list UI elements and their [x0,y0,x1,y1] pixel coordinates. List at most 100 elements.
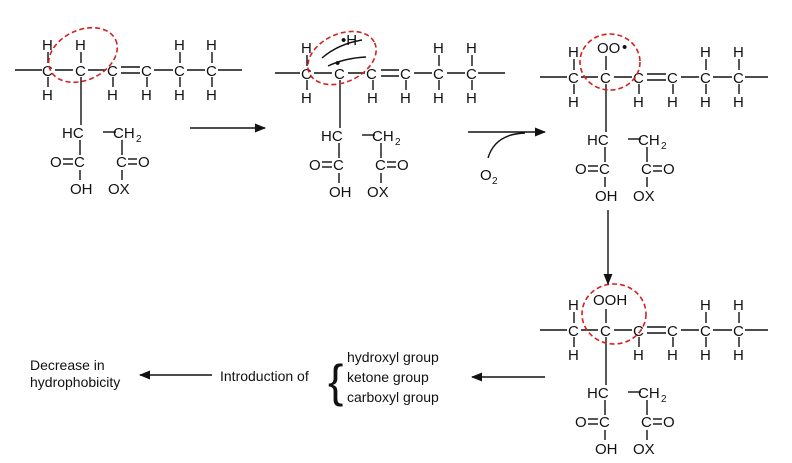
atom-c: C [599,414,610,431]
atom-oh: OH [595,441,618,458]
atom-hc: HC [587,385,609,402]
atom-h: H [75,37,86,54]
atom-c: C [600,70,611,87]
atom-c: C [42,63,53,80]
atom-ch: CH [638,132,660,149]
atom-hc: HC [321,128,343,145]
structure-1: H C H H C C H C H H C H H C H HC CH 2 O … [15,26,242,198]
atom-h: H [568,347,579,364]
hydrophobicity-label: hydrophobicity [30,374,120,390]
atom-oh: OH [595,188,618,205]
subscript: 2 [661,394,667,405]
atom-c: C [466,66,477,83]
atom-o: O [575,414,587,431]
atom-c: C [733,323,744,340]
atom-h: H [301,90,312,107]
atom-c: C [641,414,652,431]
atom-h: H [42,87,53,104]
atom-h: H [633,94,644,111]
atom-h: H [466,90,477,107]
group-hydroxyl: hydroxyl group [347,349,439,365]
atom-c: C [600,323,611,340]
atom-hc: HC [62,125,84,142]
atom-h: H [433,90,444,107]
atom-h: H [700,44,711,61]
atom-c: C [301,66,312,83]
atom-c: C [141,63,152,80]
highlight-ellipse [307,30,377,86]
curly-brace: { [328,355,343,407]
atom-c: C [633,323,644,340]
atom-c: C [633,70,644,87]
introduction-label: Introduction of [220,368,309,384]
subscript: 2 [661,141,667,152]
decrease-label: Decrease in [30,357,105,373]
atom-ch: CH [638,385,660,402]
atom-o: O [397,157,409,174]
atom-h: H [568,44,579,61]
atom-c: C [174,63,185,80]
subscript: 2 [395,137,401,148]
atom-c: C [599,161,610,178]
atom-h: H [667,347,678,364]
atom-h: H [433,40,444,57]
atom-h: H [733,347,744,364]
structure-2: H C H • C •H C H C H H C H H C H HC CH 2… [275,30,505,201]
atom-c: C [400,66,411,83]
atom-o: O [138,154,150,171]
atom-c: C [733,70,744,87]
atom-h: H [301,40,312,57]
atom-c: C [568,323,579,340]
atom-o: O [663,161,675,178]
atom-h: H [367,90,378,107]
atom-c: C [75,63,86,80]
atom-c: C [333,157,344,174]
atom-c: C [107,63,118,80]
atom-o: O [50,154,62,171]
atom-ooh: OOH [593,292,627,309]
atom-ch: CH [113,125,135,142]
reagent-o2: O [480,167,492,184]
atom-c: C [700,70,711,87]
reagent-o2-subscript: 2 [492,176,498,187]
atom-c: C [568,70,579,87]
atom-c: C [375,157,386,174]
atom-c: C [334,66,345,83]
atom-h: H [206,37,217,54]
atom-h: H [733,44,744,61]
atom-h: H [568,94,579,111]
atom-ox: OX [633,441,655,458]
atom-radical-dot: • [622,39,627,56]
bond-cleavage-arc [327,56,367,67]
atom-c: C [667,323,678,340]
atom-h: H [733,94,744,111]
atom-c: C [641,161,652,178]
atom-h: H [667,94,678,111]
atom-h: H [141,87,152,104]
atom-ox: OX [108,181,130,198]
atom-o: O [575,161,587,178]
atom-c: C [366,66,377,83]
atom-c: C [700,323,711,340]
atom-c: C [206,63,217,80]
atom-h: H [633,347,644,364]
atom-h-radical: •H [341,32,357,49]
atom-h: H [174,37,185,54]
structure-4: H C H OOH C C H C H H C H H C H HC CH 2 … [540,283,768,458]
atom-h: H [733,297,744,314]
atom-h: H [400,90,411,107]
atom-hc: HC [587,132,609,149]
atom-o: O [309,157,321,174]
atom-oh: OH [329,184,352,201]
atom-h: H [107,87,118,104]
atom-c: C [116,154,127,171]
atom-h: H [568,297,579,314]
atom-radical-dot: • [335,55,340,72]
group-carboxyl: carboxyl group [347,389,439,405]
atom-o: O [663,414,675,431]
atom-c: C [433,66,444,83]
highlight-ellipse [579,33,641,91]
atom-ox: OX [633,188,655,205]
subscript: 2 [136,134,142,145]
atom-c: C [667,70,678,87]
